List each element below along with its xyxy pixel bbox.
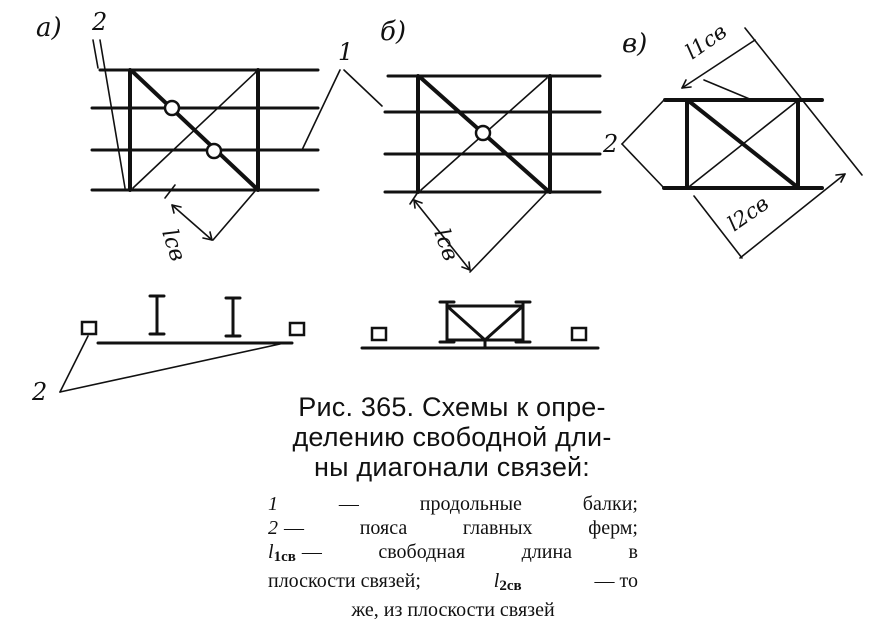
legend-item-4: плоскости связей; l2св — то (268, 569, 638, 598)
panel-b-section (360, 300, 600, 350)
leader-2 (621, 143, 665, 189)
legend-sym: l (493, 570, 500, 592)
caption-line: ны диагонали связей: (313, 452, 591, 482)
legend-sym: l (268, 541, 274, 563)
caption-title: Рис. 365. Схемы к опре- делению свободно… (262, 392, 642, 482)
legend: 1 — продольные балки; 2 — пояса главных … (262, 492, 642, 622)
legend-text: — пояса главных ферм; (284, 517, 638, 539)
leader-2 (99, 39, 126, 189)
chord-section (80, 320, 98, 336)
dim-line (739, 173, 846, 259)
caption-line: делению свободной дли- (292, 422, 612, 452)
legend-num: 2 (268, 517, 278, 539)
dim-line (413, 199, 471, 271)
dim-arrow (413, 199, 471, 271)
callout-1-label: 1 (338, 38, 353, 66)
legend-num: 1 (268, 493, 278, 515)
chord-section (570, 326, 588, 342)
dim-line (744, 27, 863, 176)
dim-arrow (171, 204, 213, 241)
panel-v-label: в) (622, 29, 647, 59)
chord-section (370, 326, 388, 342)
dim-label-lsv: lсв (428, 226, 462, 265)
dim-ext (703, 79, 753, 101)
leader-2 (59, 335, 89, 393)
dim-line (171, 204, 213, 241)
legend-item-1: 1 — продольные балки; (268, 492, 638, 516)
legend-text: — то (594, 570, 638, 592)
dim-ext (409, 191, 419, 205)
i-beam (224, 296, 242, 338)
callout-2-bottom: 2 (31, 378, 47, 406)
caption-line: Рис. 365. Схемы к опре- (298, 392, 606, 422)
node-circle (163, 99, 181, 117)
legend-symbol: l2св (494, 569, 522, 598)
legend-dash: — (338, 493, 359, 515)
legend-sub: 2св (499, 578, 522, 594)
legend-text: же, из плоскости связей (351, 599, 555, 621)
chord-section (288, 321, 306, 337)
callout-2-top: 2 (91, 8, 107, 36)
legend-item-3: l1св — свободная длина в (268, 540, 638, 569)
dim-arrow (835, 173, 846, 183)
dim-ext (164, 184, 176, 199)
dim-ext (693, 195, 743, 259)
node-circle (474, 124, 492, 142)
diagonal-secondary (132, 71, 257, 189)
dim-arrow (681, 79, 692, 89)
legend-item-5: же, из плоскости связей (268, 598, 638, 622)
dim-label-lsv: lсв (156, 226, 190, 264)
i-beam (514, 300, 532, 344)
panel-a-section: 2 (31, 294, 306, 406)
i-beam (438, 300, 456, 344)
figure-caption: Рис. 365. Схемы к опре- делению свободно… (262, 392, 642, 622)
leader-2 (92, 39, 99, 69)
callout-1: 1 (279, 38, 383, 151)
leader-1 (343, 69, 383, 107)
cross-frame (483, 304, 525, 342)
panel-a-plan: а) 2 lсв (36, 8, 320, 264)
legend-word: продольные (419, 493, 522, 515)
dim-label-l2sv: l2св (723, 191, 773, 236)
legend-item-2: 2 — пояса главных ферм; (268, 516, 638, 540)
cross-frame (445, 304, 487, 342)
leader-2 (621, 99, 665, 145)
dim-label-l1sv: l1св (681, 19, 731, 64)
leader-2 (59, 343, 281, 393)
panel-b-label: б) (380, 17, 406, 47)
dim-line (681, 39, 756, 89)
diagonal-secondary (689, 101, 797, 187)
legend-text: — свободная длина в (301, 541, 638, 563)
legend-sub: 1св (273, 549, 296, 565)
panel-a-label: а) (36, 13, 62, 43)
legend-word: балки; (582, 493, 638, 515)
legend-symbol: l1св (268, 540, 296, 569)
panel-v-plan: в) 2 l1св l2св (602, 19, 863, 259)
leader-1 (279, 69, 341, 151)
i-beam (148, 294, 166, 336)
node-circle (205, 142, 223, 160)
dim-ext (469, 191, 548, 273)
panel-b-plan: б) lсв (380, 17, 602, 273)
callout-2-right: 2 (602, 130, 618, 158)
legend-text: плоскости связей; (268, 570, 421, 592)
dim-ext (212, 189, 257, 241)
